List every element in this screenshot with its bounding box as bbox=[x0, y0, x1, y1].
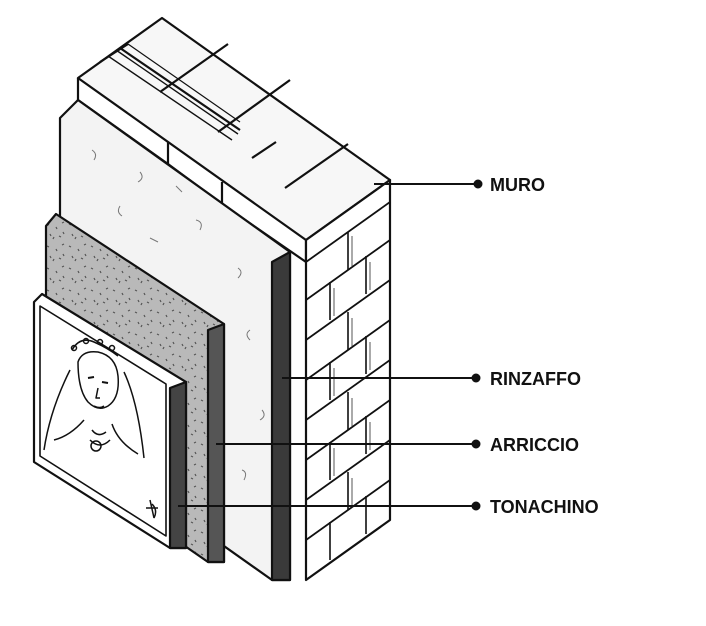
madonna-portrait-sketch bbox=[43, 337, 158, 519]
label-rinzaffo: RINZAFFO bbox=[490, 369, 581, 389]
label-muro: MURO bbox=[490, 175, 545, 195]
leader-lines bbox=[178, 179, 483, 511]
label-arriccio: ARRICCIO bbox=[490, 435, 579, 455]
label-tonachino: TONACHINO bbox=[490, 497, 599, 517]
wall-muro bbox=[76, 16, 392, 582]
